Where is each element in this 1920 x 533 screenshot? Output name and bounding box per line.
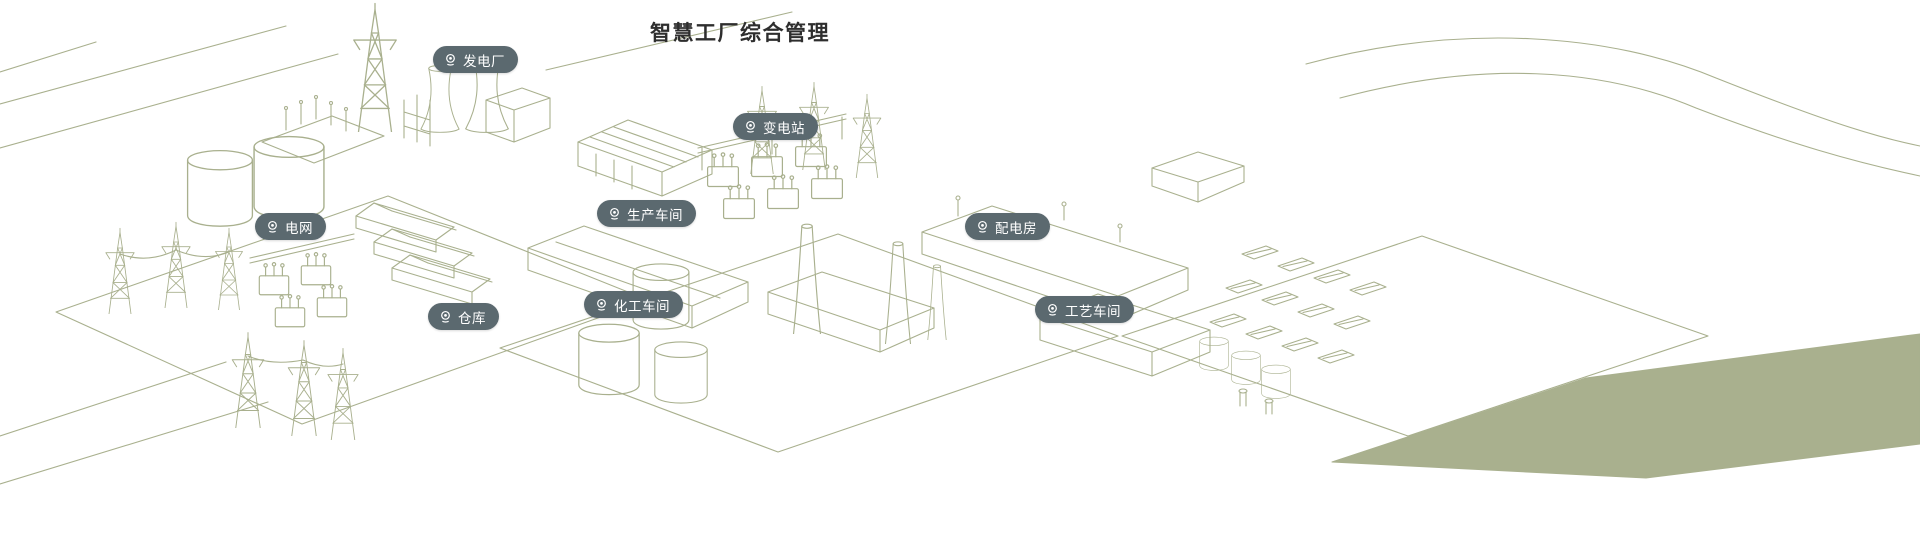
label-text: 仓库 [458, 310, 486, 326]
label-text: 化工车间 [614, 298, 670, 314]
label-text: 变电站 [763, 120, 805, 136]
label-text: 发电厂 [463, 53, 505, 69]
solar-panels [1209, 245, 1387, 364]
camera-icon [976, 220, 989, 233]
sawtooth-factory [577, 119, 713, 197]
page-title: 智慧工厂综合管理 [650, 22, 830, 45]
label-power-grid[interactable]: 电网 [255, 213, 326, 240]
green-field [1331, 333, 1920, 479]
chimney-building [767, 223, 947, 353]
process-workshop-building [1039, 293, 1291, 415]
label-warehouse[interactable]: 仓库 [428, 303, 499, 330]
label-substation[interactable]: 变电站 [733, 113, 818, 140]
power-plant-drawing [261, 57, 551, 164]
label-process-workshop[interactable]: 工艺车间 [1035, 296, 1134, 323]
label-text: 电网 [285, 220, 313, 236]
label-text: 工艺车间 [1065, 303, 1121, 319]
warehouse-sheds [355, 202, 493, 305]
camera-icon [608, 207, 621, 220]
camera-icon [444, 53, 457, 66]
camera-icon [1046, 303, 1059, 316]
distribution-building [921, 151, 1245, 321]
label-text: 配电房 [995, 220, 1037, 236]
transmission-towers [105, 2, 882, 440]
camera-icon [744, 120, 757, 133]
label-chemical-workshop[interactable]: 化工车间 [584, 291, 683, 318]
label-production-workshop[interactable]: 生产车间 [597, 200, 696, 227]
camera-icon [266, 220, 279, 233]
label-text: 生产车间 [627, 207, 683, 223]
camera-icon [439, 310, 452, 323]
label-distribution-room[interactable]: 配电房 [965, 213, 1050, 240]
camera-icon [595, 298, 608, 311]
power-grid-equipment [249, 233, 355, 328]
label-power-plant[interactable]: 发电厂 [433, 46, 518, 73]
